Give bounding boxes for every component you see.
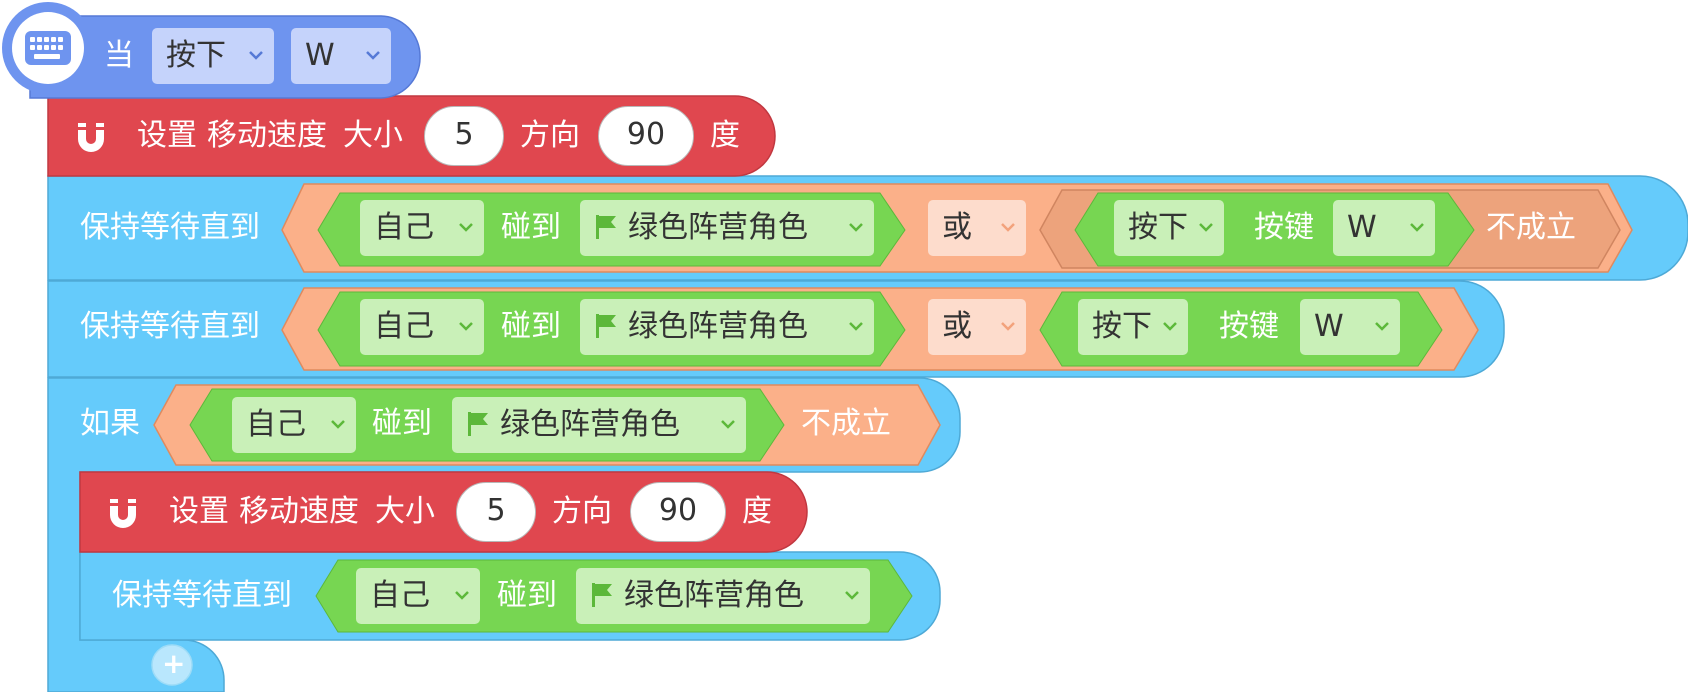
chevron-down-icon xyxy=(455,591,469,600)
magnet-icon xyxy=(78,123,104,152)
wait3-touch-label: 碰到 xyxy=(497,578,557,613)
wait1-object-value: 自己 xyxy=(374,210,434,245)
flag-icon xyxy=(596,215,616,239)
wait1-target-value: 绿色阵营角色 xyxy=(628,210,808,245)
chevron-down-icon xyxy=(459,223,473,232)
wait2-key-label: 按键 xyxy=(1219,309,1279,344)
chevron-down-icon xyxy=(721,420,735,429)
wait1-key-value: W xyxy=(1347,210,1377,245)
add-button-circle xyxy=(151,644,193,686)
hat-key-value: W xyxy=(305,38,335,73)
flag-icon xyxy=(468,412,488,436)
move1-unit-label: 度 xyxy=(710,118,740,153)
keyboard-icon xyxy=(25,31,71,65)
hat-key-dropdown[interactable]: W xyxy=(291,28,391,84)
chevron-down-icon xyxy=(1375,322,1389,331)
wait2-or-value: 或 xyxy=(942,309,972,344)
move2-speed-input[interactable]: 5 xyxy=(456,482,536,542)
wait1-target-dropdown[interactable]: 绿色阵营角色 xyxy=(580,200,874,256)
wait3-target-dropdown[interactable]: 绿色阵营角色 xyxy=(576,568,870,624)
chevron-down-icon xyxy=(459,322,473,331)
move1-set-label: 设置 xyxy=(137,118,197,153)
wait1-object-dropdown[interactable]: 自己 xyxy=(360,200,484,256)
chevron-down-icon xyxy=(331,420,345,429)
wait1-or-dropdown[interactable]: 或 xyxy=(928,200,1026,256)
move-block-2-body xyxy=(79,471,808,553)
wait2-label: 保持等待直到 xyxy=(80,309,260,344)
wait1-key-label: 按键 xyxy=(1254,210,1314,245)
if-touch-label: 碰到 xyxy=(372,406,432,441)
chevron-down-icon xyxy=(1001,322,1015,331)
wait2-target-dropdown[interactable]: 绿色阵营角色 xyxy=(580,299,874,355)
magnet-icon xyxy=(110,499,136,528)
move2-direction-label: 方向 xyxy=(552,494,612,529)
wait2-object-dropdown[interactable]: 自己 xyxy=(360,299,484,355)
hat-event-dropdown[interactable]: 按下 xyxy=(152,28,274,84)
wait1-not-label: 不成立 xyxy=(1486,210,1576,245)
chevron-down-icon xyxy=(845,591,859,600)
move1-speed-label: 移动速度 xyxy=(207,118,327,153)
wait1-key-dropdown[interactable]: W xyxy=(1333,200,1435,256)
wait3-object-value: 自己 xyxy=(370,578,430,613)
wait1-press-value: 按下 xyxy=(1128,210,1188,245)
flag-icon xyxy=(592,583,612,607)
move1-speed-input[interactable]: 5 xyxy=(424,106,504,166)
chevron-down-icon xyxy=(1163,322,1177,331)
chevron-down-icon xyxy=(1199,223,1213,232)
chevron-down-icon xyxy=(1410,223,1424,232)
wait2-press-dropdown[interactable]: 按下 xyxy=(1078,299,1188,355)
wait2-target-value: 绿色阵营角色 xyxy=(628,309,808,344)
hat-when-label: 当 xyxy=(104,38,134,73)
move-block-1-body xyxy=(47,95,776,177)
chevron-down-icon xyxy=(366,51,380,60)
if-label: 如果 xyxy=(80,406,140,441)
chevron-down-icon xyxy=(1001,223,1015,232)
move2-unit-label: 度 xyxy=(742,494,772,529)
wait3-target-value: 绿色阵营角色 xyxy=(624,578,804,613)
wait2-key-dropdown[interactable]: W xyxy=(1300,299,1400,355)
wait1-press-dropdown[interactable]: 按下 xyxy=(1114,200,1224,256)
wait2-touch-label: 碰到 xyxy=(501,309,561,344)
wait1-label: 保持等待直到 xyxy=(80,210,260,245)
move2-direction-input[interactable]: 90 xyxy=(630,482,726,542)
add-button[interactable]: + xyxy=(162,647,186,680)
move2-speed-label: 移动速度 xyxy=(239,494,359,529)
wait3-object-dropdown[interactable]: 自己 xyxy=(356,568,480,624)
chevron-down-icon xyxy=(849,322,863,331)
move2-size-label: 大小 xyxy=(375,494,435,529)
if-object-value: 自己 xyxy=(246,407,306,442)
chevron-down-icon xyxy=(249,51,263,60)
wait2-key-value: W xyxy=(1314,309,1344,344)
if-not-label: 不成立 xyxy=(801,406,891,441)
move1-size-label: 大小 xyxy=(343,118,403,153)
wait2-or-dropdown[interactable]: 或 xyxy=(928,299,1026,355)
if-target-dropdown[interactable]: 绿色阵营角色 xyxy=(452,397,746,453)
if-object-dropdown[interactable]: 自己 xyxy=(232,397,356,453)
move1-direction-label: 方向 xyxy=(520,118,580,153)
wait1-touch-label: 碰到 xyxy=(501,210,561,245)
move2-set-label: 设置 xyxy=(169,494,229,529)
move1-direction-input[interactable]: 90 xyxy=(598,106,694,166)
wait2-object-value: 自己 xyxy=(374,309,434,344)
wait2-press-value: 按下 xyxy=(1092,309,1152,344)
hat-event-value: 按下 xyxy=(166,38,226,73)
chevron-down-icon xyxy=(849,223,863,232)
flag-icon xyxy=(596,314,616,338)
wait1-or-value: 或 xyxy=(942,210,972,245)
wait3-label: 保持等待直到 xyxy=(112,578,292,613)
if-target-value: 绿色阵营角色 xyxy=(500,407,680,442)
